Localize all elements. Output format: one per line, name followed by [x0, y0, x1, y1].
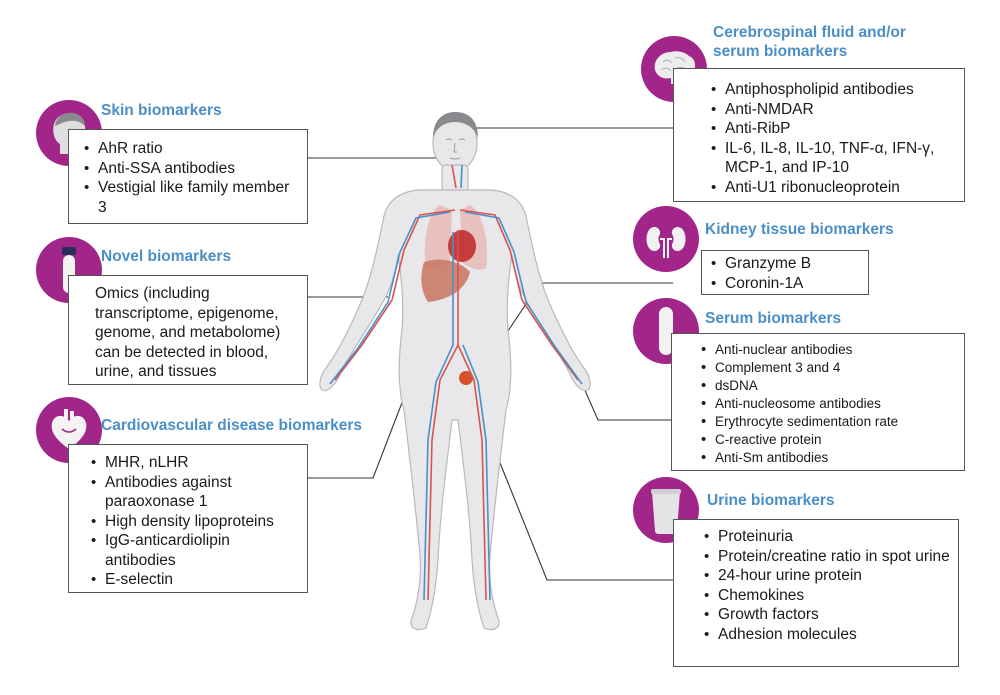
list-item: IL-6, IL-8, IL-10, TNF-α, IFN-γ, MCP-1, … [708, 139, 956, 178]
list-item: C-reactive protein [698, 431, 956, 449]
list-item: Anti-nuclear antibodies [698, 341, 956, 359]
novel-box: Omics (including transcriptome, epigenom… [68, 275, 308, 385]
novel-title: Novel biomarkers [101, 248, 232, 265]
list-item: High density lipoproteins [88, 512, 299, 532]
list-item: Proteinuria [701, 527, 950, 547]
list-item: 24-hour urine protein [701, 566, 950, 586]
heart [448, 230, 476, 262]
list-item: Antibodies against paraoxonase 1 [88, 473, 299, 512]
body-silhouette [319, 114, 591, 631]
list-item: Adhesion molecules [701, 625, 950, 645]
skin-title: Skin biomarkers [101, 102, 222, 119]
list-item: dsDNA [698, 377, 956, 395]
serum-title: Serum biomarkers [705, 310, 842, 327]
hair [433, 112, 478, 138]
list-item: Vestigial like family member 3 [81, 178, 299, 217]
list-item: Anti-nucleosome antibodies [698, 395, 956, 413]
heart-icon [51, 409, 87, 449]
kidney-title: Kidney tissue biomarkers [705, 221, 894, 238]
list-item: E-selectin [88, 570, 299, 590]
kidney-badge [633, 206, 699, 272]
list-item: AhR ratio [81, 139, 299, 159]
list-item: Erythrocyte sedimentation rate [698, 413, 956, 431]
list-item: Anti-SSA antibodies [81, 159, 299, 179]
csf-box: Antiphospholipid antibodies Anti-NMDAR A… [673, 68, 965, 202]
serum-tube-icon [659, 307, 673, 355]
urine-title: Urine biomarkers [707, 492, 835, 509]
urine-box: Proteinuria Protein/creatine ratio in sp… [673, 519, 959, 667]
cardio-box: MHR, nLHR Antibodies against paraoxonase… [68, 444, 308, 593]
list-item: Granzyme B [708, 254, 862, 274]
list-item: Complement 3 and 4 [698, 359, 956, 377]
skin-box: AhR ratio Anti-SSA antibodies Vestigial … [68, 129, 308, 224]
list-item: Protein/creatine ratio in spot urine [701, 547, 950, 567]
csf-title: Cerebrospinal fluid and/or serum biomark… [713, 23, 906, 61]
list-item: Anti-Sm antibodies [698, 449, 956, 467]
csf-title-line2: serum biomarkers [713, 43, 848, 60]
cardio-title: Cardiovascular disease biomarkers [101, 417, 363, 434]
csf-title-line1: Cerebrospinal fluid and/or [713, 24, 906, 41]
list-item: IgG-anticardiolipin antibodies [88, 531, 299, 570]
list-item: Growth factors [701, 605, 950, 625]
bladder [459, 371, 473, 385]
list-item: Anti-U1 ribonucleoprotein [708, 178, 956, 198]
list-item: Chemokines [701, 586, 950, 606]
list-item: Antiphospholipid antibodies [708, 80, 956, 100]
list-item: Anti-RibP [708, 119, 956, 139]
face [445, 138, 466, 160]
kidney-box: Granzyme B Coronin-1A [701, 250, 869, 295]
novel-text: Omics (including transcriptome, epigenom… [95, 285, 281, 380]
list-item: Coronin-1A [708, 274, 862, 294]
list-item: Anti-NMDAR [708, 100, 956, 120]
list-item: MHR, nLHR [88, 453, 299, 473]
kidneys-icon [646, 226, 686, 258]
blood-vessels [329, 164, 583, 601]
serum-box: Anti-nuclear antibodies Complement 3 and… [671, 333, 965, 471]
